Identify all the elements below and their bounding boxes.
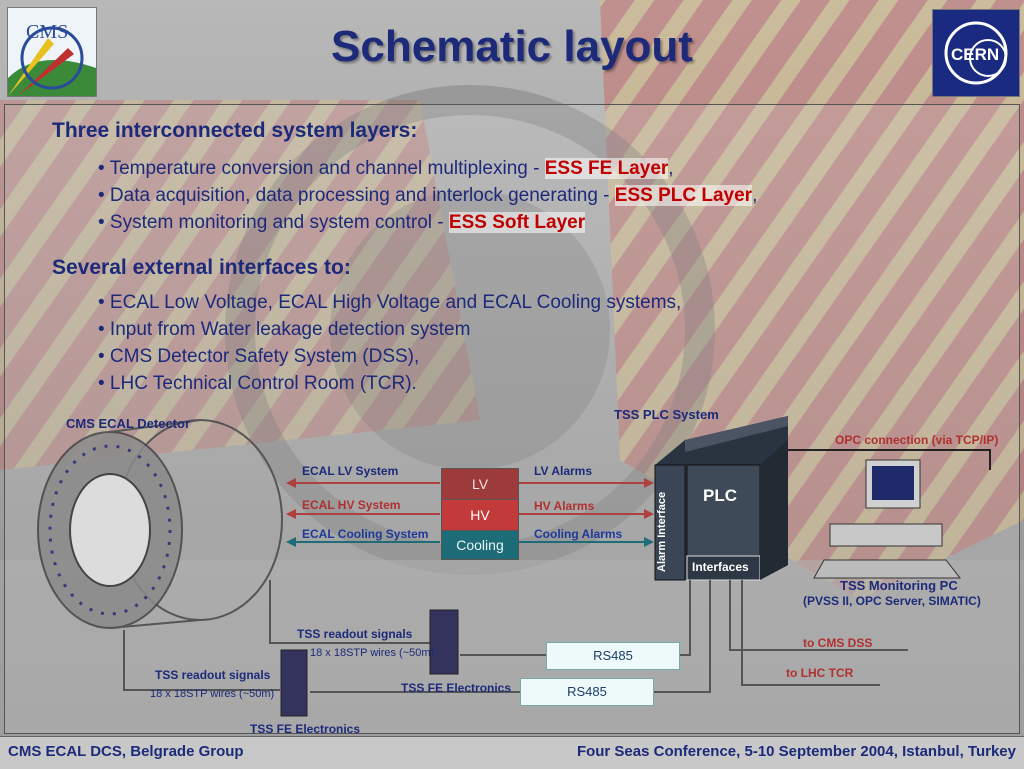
label-wires-1: 18 x 18STP wires (~50m) [310,647,435,659]
label-cooling-alarms: Cooling Alarms [534,527,623,541]
label-wires-2: 18 x 18STP wires (~50m) [150,688,275,700]
tss-fe-electronics-crate-1 [429,609,459,675]
slide-footer: CMS ECAL DCS, Belgrade Group Four Seas C… [0,736,1024,769]
bullet-dss: • CMS Detector Safety System (DSS), [98,346,420,367]
label-cms-ecal-detector: CMS ECAL Detector [66,416,191,431]
cern-logo-text: CERN [951,45,999,64]
ecal-detector-drawing [37,419,283,629]
page-title: Schematic layout [331,22,693,71]
monitoring-pc-icon [813,459,962,579]
label-tss-monitoring-pc-sub: (PVSS II, OPC Server, SIMATIC) [803,594,981,608]
cooling-box: Cooling [441,530,519,560]
system-arrows [290,482,650,515]
label-opc-connection: OPC connection (via TCP/IP) [835,433,999,447]
label-to-cms-dss: to CMS DSS [803,636,873,650]
bullet-tcr: • LHC Technical Control Room (TCR). [98,373,417,394]
label-tss-fe-electronics-2: TSS FE Electronics [250,722,361,736]
label-interfaces: Interfaces [692,560,749,574]
slide-header: CMS Schematic layout CERN [0,0,1024,101]
label-lv-alarms: LV Alarms [534,464,593,478]
label-alarm-interface: Alarm Interface [656,491,668,572]
rs485-box-1: RS485 [546,642,680,670]
label-tss-readout-signals-2: TSS readout signals [155,668,271,682]
label-hv-alarms: HV Alarms [534,499,595,513]
plc-cabinet [654,416,788,581]
hv-box: HV [441,499,519,531]
label-plc: PLC [703,486,737,505]
section-heading-layers: Three interconnected system layers: [52,119,418,142]
cms-logo: CMS [7,7,97,97]
rs485-box-2: RS485 [520,678,654,706]
bullet-ecal-systems: • ECAL Low Voltage, ECAL High Voltage an… [98,292,682,313]
label-ecal-cooling-system: ECAL Cooling System [302,527,429,541]
label-tss-readout-signals-1: TSS readout signals [297,627,413,641]
label-tss-plc-system: TSS PLC System [614,407,719,422]
label-tss-monitoring-pc: TSS Monitoring PC [840,578,958,593]
label-tss-fe-electronics-1: TSS FE Electronics [401,681,512,695]
bullet-plc-layer: • Data acquisition, data processing and … [98,185,758,206]
signal-lines [123,580,908,693]
label-to-lhc-tcr: to LHC TCR [786,666,854,680]
tss-fe-electronics-crate-2 [280,649,308,717]
section-heading-interfaces: Several external interfaces to: [52,256,351,279]
cern-logo: CERN [932,9,1020,97]
bullet-soft-layer: • System monitoring and system control -… [98,212,586,233]
lv-box: LV [441,468,519,500]
label-ecal-lv-system: ECAL LV System [302,464,399,478]
bullet-water-leakage: • Input from Water leakage detection sys… [98,319,471,340]
label-ecal-hv-system: ECAL HV System [302,498,401,512]
cms-logo-text: CMS [26,21,68,43]
bullet-fe-layer: • Temperature conversion and channel mul… [98,158,674,179]
footer-left: CMS ECAL DCS, Belgrade Group [8,743,244,760]
footer-right: Four Seas Conference, 5-10 September 200… [576,743,1016,760]
content-panel [4,104,1020,734]
